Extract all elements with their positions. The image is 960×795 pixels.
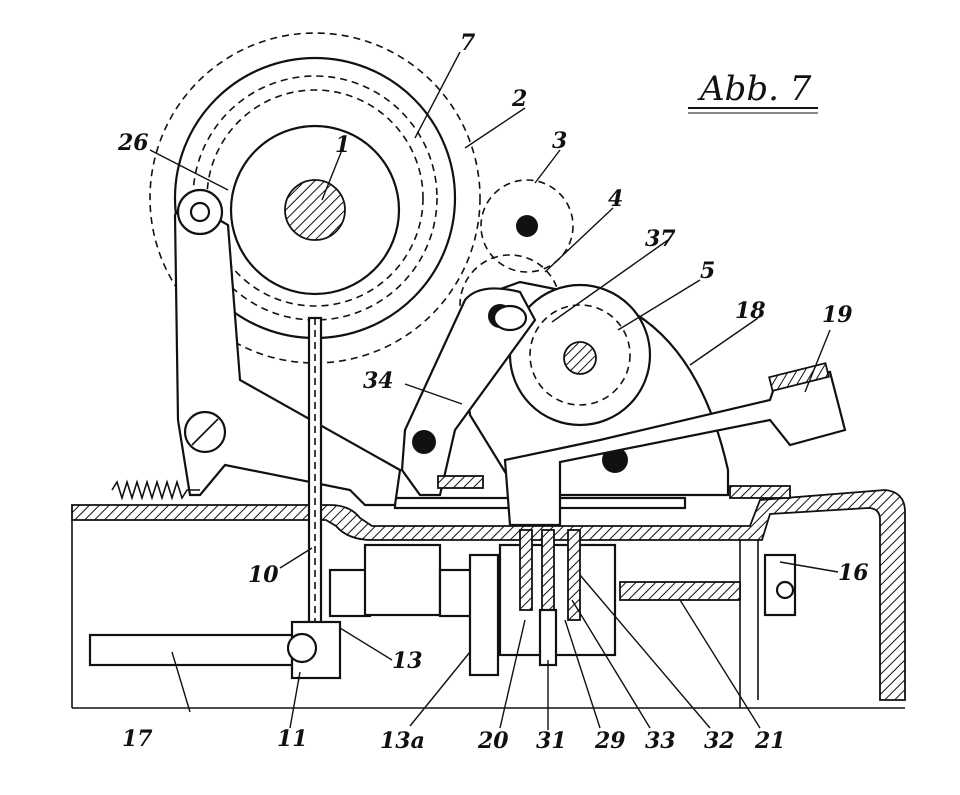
lever-arm bbox=[173, 188, 402, 507]
label-16: 16 bbox=[838, 560, 869, 586]
label-3: 3 bbox=[552, 128, 567, 154]
label-31: 31 bbox=[536, 728, 567, 754]
label-18: 18 bbox=[735, 298, 766, 324]
label-17: 17 bbox=[122, 726, 153, 752]
label-10: 10 bbox=[248, 562, 279, 588]
label-21: 21 bbox=[754, 728, 786, 754]
figure-title: Abb. 7 bbox=[697, 69, 812, 109]
label-5: 5 bbox=[700, 258, 715, 284]
label-33: 33 bbox=[645, 728, 676, 754]
shaft-1 bbox=[284, 179, 346, 241]
disc-7-inner-dashed bbox=[192, 75, 438, 321]
label-4: 4 bbox=[608, 186, 623, 212]
lower-mechanism bbox=[88, 529, 797, 680]
lever-34 bbox=[400, 287, 537, 497]
label-20: 20 bbox=[477, 728, 509, 754]
label-29: 29 bbox=[594, 728, 626, 754]
gear-2-pitch-circle bbox=[149, 32, 481, 364]
spring bbox=[111, 479, 200, 501]
leader-lines bbox=[149, 51, 839, 730]
label-26: 26 bbox=[117, 130, 149, 156]
label-2: 2 bbox=[511, 86, 527, 112]
label-7: 7 bbox=[460, 30, 476, 56]
label-1: 1 bbox=[335, 132, 350, 158]
gear-3 bbox=[480, 179, 574, 273]
label-13: 13 bbox=[392, 648, 423, 674]
label-19: 19 bbox=[822, 302, 853, 328]
label-34: 34 bbox=[363, 368, 394, 394]
gear-3-hub bbox=[516, 215, 538, 237]
label-13a: 13a bbox=[380, 728, 425, 754]
label-32: 32 bbox=[704, 728, 735, 754]
label-11: 11 bbox=[277, 726, 308, 752]
label-37: 37 bbox=[645, 226, 676, 252]
